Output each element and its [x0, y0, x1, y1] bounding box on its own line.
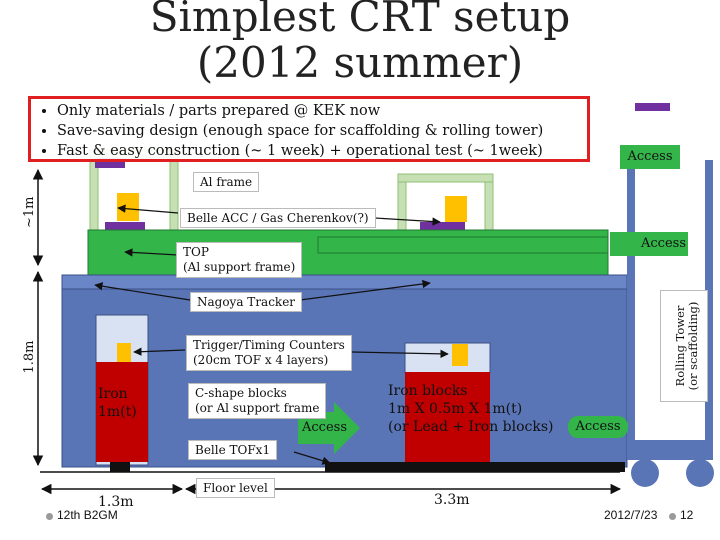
trigger-label-line-2: (20cm TOF x 4 layers): [193, 353, 329, 367]
belle-acc-label: Belle ACC / Gas Cherenkov(?): [180, 208, 376, 228]
arrow-nagoya-left: [94, 282, 191, 301]
height-label-1-8m: 1.8m: [22, 340, 37, 374]
rolling-tower: [627, 160, 713, 460]
iron-left-line-1: Iron: [98, 386, 128, 402]
arrow-nagoya-right: [299, 279, 431, 301]
footer-left-text: 12th B2GM: [57, 508, 118, 522]
bullet-box: Only materials / parts prepared @ KEK no…: [28, 96, 590, 162]
footer-left-bullet: [46, 513, 53, 520]
iron-blocks-line-2: 1m X 0.5m X 1m(t): [388, 401, 523, 417]
inner-column-mid: [404, 342, 491, 374]
yellow-trigger-right: [452, 344, 468, 366]
belle-tof-label: Belle TOFx1: [188, 440, 278, 460]
bullet-item: Fast & easy construction (~ 1 week) + op…: [57, 141, 587, 161]
black-base-left: [110, 462, 130, 472]
floor-level-label: Floor level: [196, 478, 275, 498]
width-label-1-3m: 1.3m: [98, 494, 134, 510]
page-title: Simplest CRT setup (2012 summer): [0, 0, 720, 86]
trigger-counters-label: Trigger/Timing Counters (20cm TOF x 4 la…: [186, 335, 352, 371]
arrow-top: [124, 248, 179, 257]
trigger-label-line-1: Trigger/Timing Counters: [193, 338, 345, 352]
purple-bar-upper-left: [105, 222, 145, 230]
top-label: TOP (Al support frame): [176, 242, 303, 278]
iron-block-right: [405, 372, 490, 462]
footer-page-bullet: [669, 513, 676, 520]
bullet-item: Only materials / parts prepared @ KEK no…: [57, 101, 587, 121]
iron-left-line-2: 1m(t): [98, 404, 137, 420]
title-line-1: Simplest CRT setup: [149, 0, 571, 41]
access-label-mid-right: Access: [610, 232, 688, 256]
access-label-arrow: Access: [302, 420, 347, 435]
arrow-acc-right: [374, 217, 441, 226]
tower-wheel-left: [631, 459, 659, 487]
tower-wheel-right: [686, 459, 714, 487]
iron-block-left: [96, 362, 148, 462]
rolling-tower-line-2: (or scaffolding): [686, 301, 700, 391]
arrow-acc-left: [117, 204, 179, 214]
top-label-line-2: (Al support frame): [183, 260, 296, 274]
title-line-2: (2012 summer): [196, 38, 524, 87]
yellow-trigger-left: [117, 343, 131, 363]
rolling-tower-label: Rolling Tower (or scaffolding): [673, 293, 700, 399]
top-label-line-1: TOP: [183, 245, 209, 259]
bullet-list: Only materials / parts prepared @ KEK no…: [35, 101, 587, 161]
access-label-iron-right: Access: [568, 416, 628, 438]
purple-bar-far-right: [635, 103, 670, 111]
purple-bar-upper-right: [420, 222, 465, 230]
c-shape-label: C-shape blocks (or Al support frame: [188, 383, 327, 419]
yellow-acc-right: [445, 196, 467, 222]
footer-date: 2012/7/23: [604, 508, 658, 522]
nagoya-tracker-label: Nagoya Tracker: [190, 292, 303, 312]
structure-top-edge: [61, 274, 628, 290]
access-label-top-right: Access: [620, 145, 680, 169]
height-label-1m: ~1m: [22, 196, 37, 229]
arrow-trigger-left: [133, 347, 186, 356]
top-green-right-ext: [317, 236, 609, 254]
iron-blocks-line-1: Iron blocks: [388, 383, 468, 399]
rolling-tower-label-box: Rolling Tower (or scaffolding): [660, 290, 708, 402]
arrow-trigger-right: [351, 349, 449, 359]
width-label-3-3m: 3.3m: [434, 492, 470, 508]
purple-bar-top-left: [95, 158, 125, 168]
c-shape-label-line-2: (or Al support frame: [195, 401, 320, 415]
iron-blocks-line-3: (or Lead + Iron blocks): [388, 419, 554, 435]
iron-blocks-label: Iron blocks 1m X 0.5m X 1m(t) (or Lead +…: [388, 382, 554, 436]
bullet-item: Save-saving design (enough space for sca…: [57, 121, 587, 141]
footer-page-number: 12: [680, 508, 694, 522]
black-base-right: [325, 462, 625, 472]
al-frame-label: Al frame: [193, 172, 260, 192]
c-shape-label-line-1: C-shape blocks: [195, 386, 287, 400]
iron-left-label: Iron 1m(t): [98, 385, 137, 421]
yellow-acc-left: [117, 193, 139, 221]
arrow-tof: [293, 451, 331, 465]
